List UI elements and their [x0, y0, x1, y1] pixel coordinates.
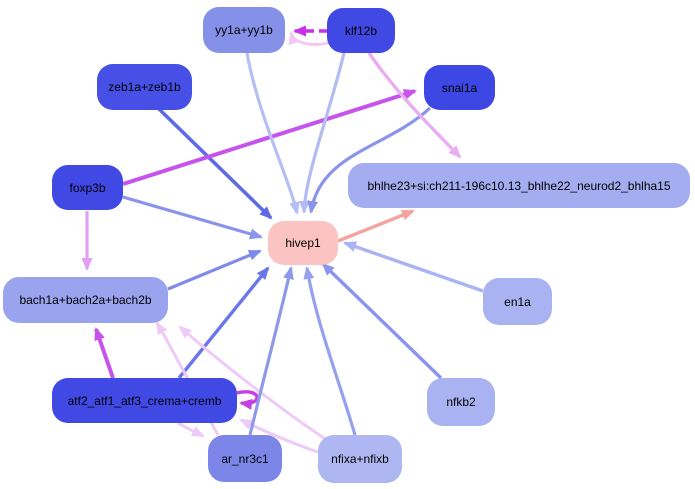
edge-hivep1-to-bhlhe23	[337, 209, 415, 243]
node-label-bhlhe23: bhlhe23+si:ch211-196c10.13_bhlhe22_neuro…	[367, 178, 671, 193]
node-label-snai1a: snai1a	[441, 80, 478, 95]
node-label-yy1a_yy1b: yy1a+yy1b	[215, 23, 273, 37]
edge-snai1a-to-hivep1	[307, 106, 432, 214]
node-yy1a_yy1b: yy1a+yy1b	[203, 7, 285, 53]
node-foxp3b: foxp3b	[52, 165, 123, 210]
node-klf12b: klf12b	[327, 8, 395, 53]
node-bach1a_bach2a_bach2b: bach1a+bach2a+bach2b	[3, 277, 168, 323]
node-bhlhe23: bhlhe23+si:ch211-196c10.13_bhlhe22_neuro…	[348, 163, 690, 208]
node-ar_nr3c1: ar_nr3c1	[208, 435, 282, 482]
edge-nfixa_nfixb-to-bach1a_bach2a_bach2b	[178, 325, 331, 444]
edge-zeb1a_zeb1b-to-hivep1	[156, 106, 273, 220]
edge-klf12b-to-bhlhe23	[367, 52, 462, 159]
node-label-nfkb2: nfkb2	[446, 395, 476, 409]
node-label-klf12b: klf12b	[344, 23, 378, 38]
node-label-en1a: en1a	[504, 294, 531, 309]
edge-nfkb2-to-hivep1	[321, 262, 443, 380]
edge-ar_nr3c1-to-hivep1	[248, 266, 294, 436]
node-label-nfixa_nfixb: nfixa+nfixb	[331, 452, 389, 466]
node-atf2_atf1_atf3_crema_cremb: atf2_atf1_atf3_crema+cremb	[52, 378, 237, 423]
node-label-bach1a_bach2a_bach2b: bach1a+bach2a+bach2b	[19, 293, 152, 307]
node-label-ar_nr3c1: ar_nr3c1	[221, 451, 269, 466]
node-label-foxp3b: foxp3b	[69, 180, 106, 195]
node-label-zeb1a_zeb1b: zeb1a+zeb1b	[108, 80, 181, 94]
edge-en1a-to-hivep1	[343, 241, 484, 293]
edge-nfixa_nfixb-to-hivep1	[303, 266, 357, 436]
edge-foxp3b-to-snai1a	[122, 89, 417, 186]
node-hivep1: hivep1	[268, 221, 338, 265]
edge-atf2_atf1_atf3_crema_cremb-self-loop	[236, 390, 259, 410]
edge-atf2_atf1_atf3_crema_cremb-to-hivep1	[177, 266, 270, 380]
edge-atf2_atf1_atf3_crema_cremb-to-ar_nr3c1	[177, 421, 205, 438]
node-label-atf2_atf1_atf3_crema_cremb: atf2_atf1_atf3_crema+cremb	[67, 393, 222, 408]
node-nfkb2: nfkb2	[427, 378, 495, 426]
node-nfixa_nfixb: nfixa+nfixb	[318, 435, 402, 483]
edge-klf12b-to-hivep1	[299, 52, 346, 214]
edge-bach1a_bach2a_bach2b-to-hivep1	[167, 249, 262, 291]
node-label-hivep1: hivep1	[285, 236, 321, 250]
node-en1a: en1a	[483, 278, 552, 325]
node-zeb1a_zeb1b: zeb1a+zeb1b	[97, 64, 192, 110]
node-snai1a: snai1a	[424, 65, 495, 110]
edge-foxp3b-to-hivep1	[122, 195, 263, 240]
edge-nfixa_nfixb-to-atf2_atf1_atf3_crema_cremb	[239, 418, 319, 454]
edge-yy1a_yy1b-to-hivep1	[245, 52, 300, 215]
edge-atf2_atf1_atf3_crema_cremb-to-bach1a_bach2a_bach2b	[94, 327, 115, 379]
